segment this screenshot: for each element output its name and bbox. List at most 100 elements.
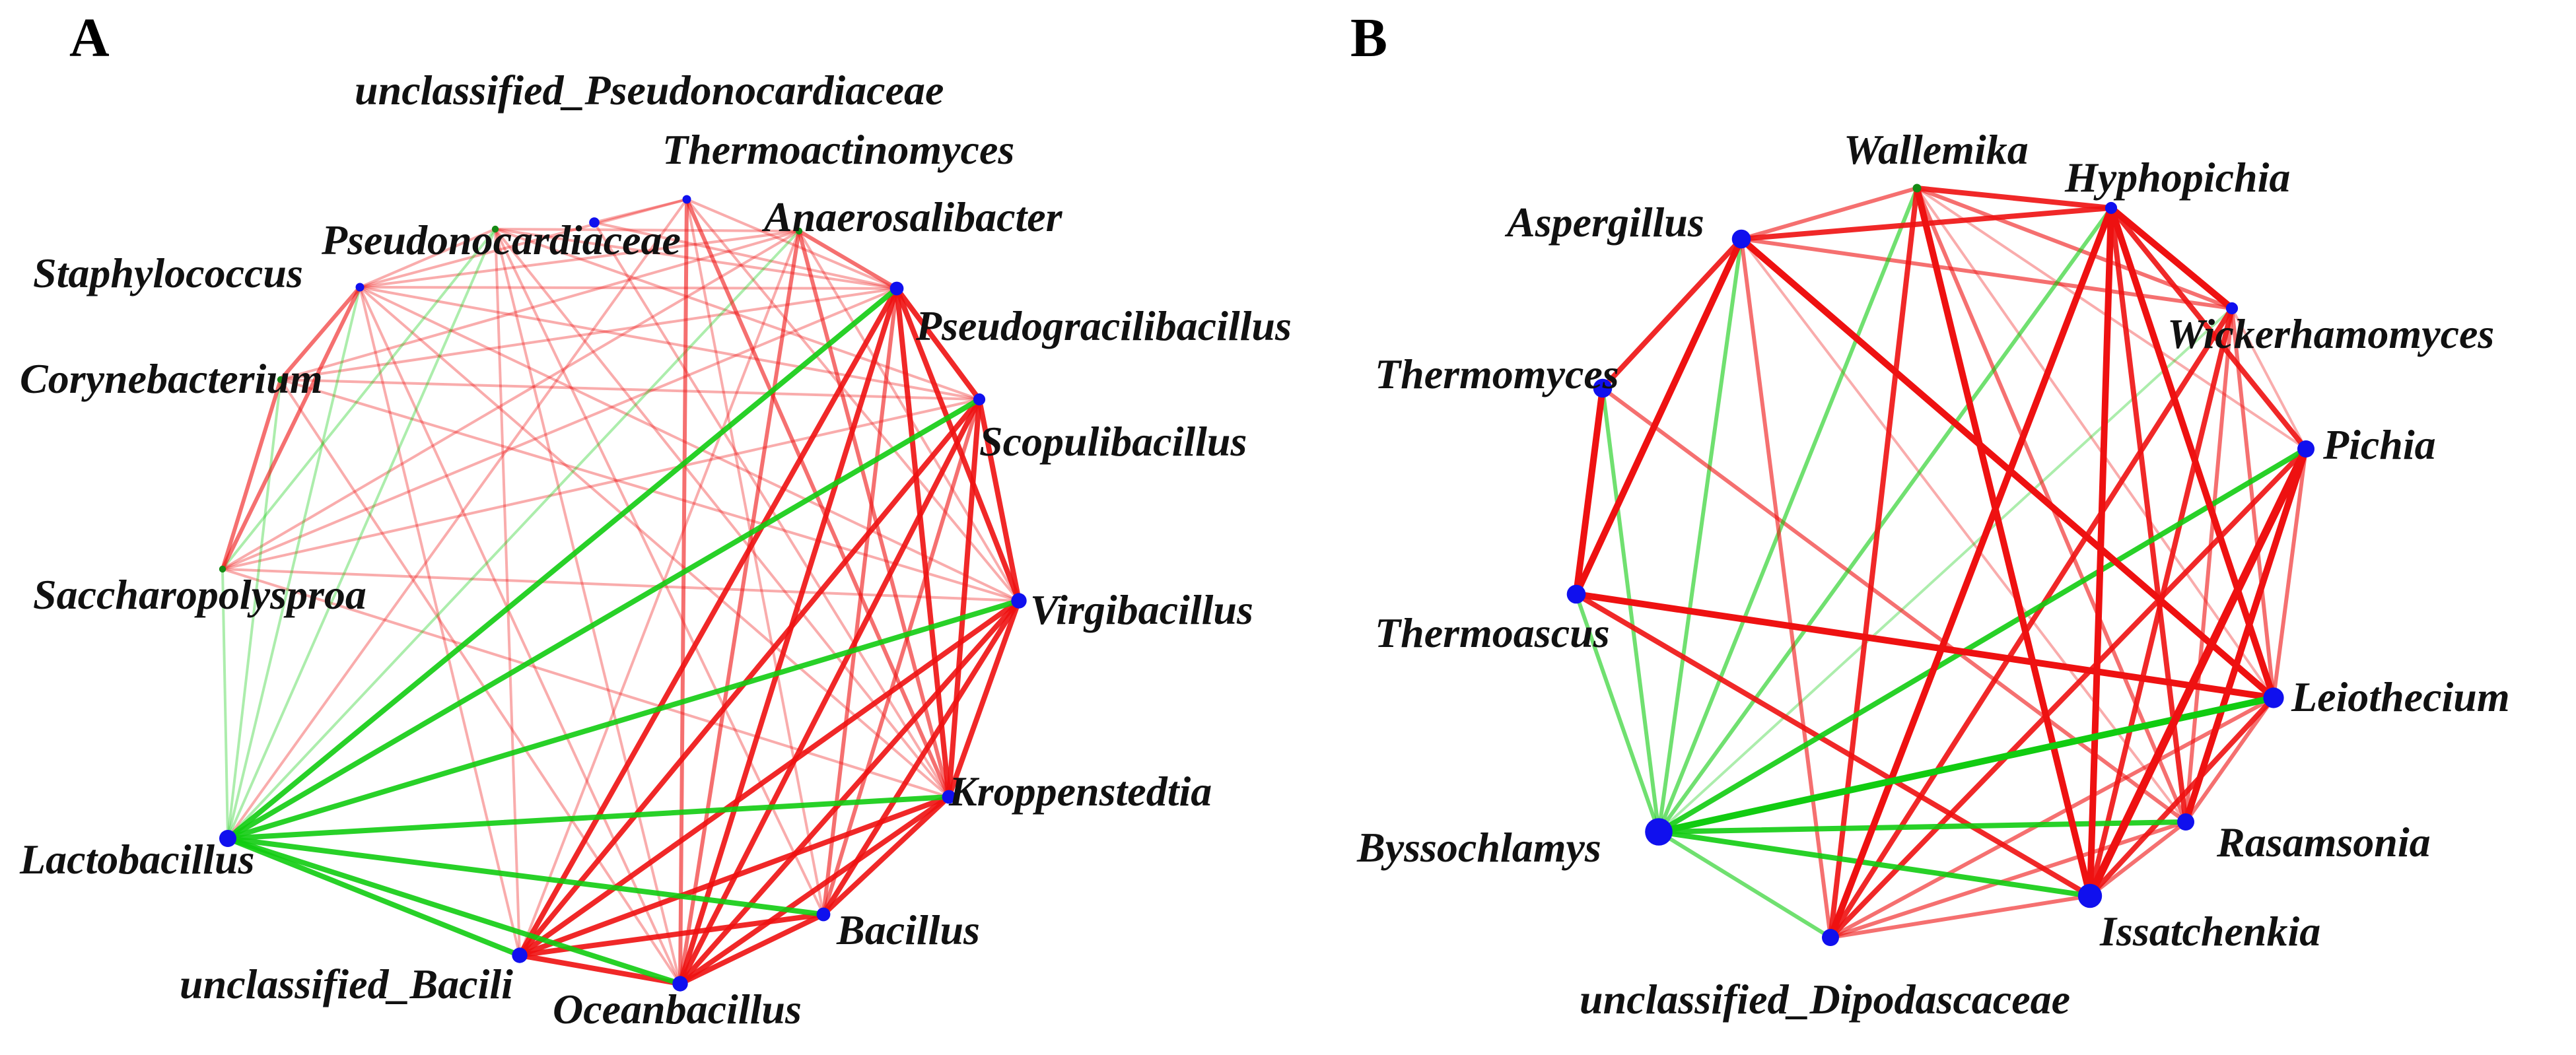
edge-a-scopulibacillus-virgibacillus	[977, 397, 1022, 603]
edge-a-staphylococcus-scopulibacillus	[359, 286, 981, 401]
edge-b-rasamsonia-unclassified-dipodascaceae	[1828, 820, 2188, 939]
panel-b: B WallemikaHyphopichiaWickerhamomycesPic…	[1350, 7, 2510, 1023]
node-label-a-virgibacillus: Virgibacillus	[1030, 586, 1253, 633]
edge-b-hyphopichia-issatchenkia	[2087, 205, 2114, 899]
edge-a-scopulibacillus-oceanbacillus	[678, 397, 982, 986]
node-a-unclassified-pseudonocardiaceae[interactable]	[589, 217, 600, 228]
node-label-b-unclassified-dipodascaceae: unclassified_Dipodascaceae	[1580, 976, 2070, 1023]
edge-b-pichia-unclassified-dipodascaceae	[1828, 446, 2309, 940]
panel-a-labels: Pseudonocardiaceaeunclassified_Pseudonoc…	[19, 67, 1292, 1033]
edge-b-wallemika-wickerhamomyces	[1915, 186, 2234, 310]
node-label-b-rasamsonia: Rasamsonia	[2216, 819, 2431, 866]
edge-a-staphylococcus-pseudogracilibacillus	[359, 286, 898, 290]
node-b-rasamsonia[interactable]	[2177, 813, 2194, 831]
edge-a-pseudonocardiaceae-bacillus	[494, 228, 825, 916]
edge-b-pichia-issatchenkia	[2086, 445, 2310, 900]
node-b-aspergillus[interactable]	[1731, 229, 1751, 249]
edge-a-thermoactinomyces-oceanbacillus	[678, 197, 689, 986]
node-b-wallemika[interactable]	[1912, 184, 1922, 193]
edge-a-pseudonocardiaceae-pseudogracilibacillus	[494, 228, 898, 290]
edge-a-saccharopolysproa-virgibacillus	[221, 568, 1020, 602]
edge-b-aspergillus-rasamsonia	[1740, 238, 2187, 823]
node-b-wickerhamomyces[interactable]	[2225, 302, 2239, 315]
edge-a-corynebacterium-saccharopolysproa	[221, 378, 283, 571]
edge-b-wallemika-unclassified-dipodascaceae	[1828, 186, 1920, 940]
node-a-bacillus[interactable]	[816, 907, 831, 922]
edge-b-thermomyces-thermoascus	[1573, 385, 1606, 597]
panel-a-letter: A	[69, 7, 110, 69]
edge-a-lactobacillus-kroppenstedtia	[225, 794, 952, 841]
edge-a-pseudonocardiaceae-anaerosalibacter	[494, 228, 800, 232]
node-a-staphylococcus[interactable]	[355, 283, 365, 292]
node-a-unclassified-bacili[interactable]	[512, 947, 528, 963]
edge-a-staphylococcus-oceanbacillus	[359, 286, 681, 985]
node-label-b-wickerhamomyces: Wickerhamomyces	[2167, 310, 2494, 357]
edge-a-lactobacillus-corynebacterium	[226, 378, 282, 840]
node-b-thermoascus[interactable]	[1566, 584, 1586, 604]
edge-b-pichia-rasamsonia	[2182, 446, 2309, 825]
node-label-b-hyphopichia: Hyphopichia	[2064, 154, 2290, 201]
edge-a-corynebacterium-oceanbacillus	[279, 378, 681, 985]
node-b-thermomyces[interactable]	[1593, 378, 1613, 398]
edge-a-virgibacillus-unclassified-bacili	[517, 598, 1022, 958]
edge-b-issatchenkia-byssochlamys	[1656, 829, 2093, 899]
node-label-a-thermoactinomyces: Thermoactinomyces	[662, 126, 1014, 173]
node-b-byssochlamys[interactable]	[1645, 818, 1673, 846]
node-label-b-thermoascus: Thermoascus	[1375, 609, 1610, 656]
edge-a-pseudonocardiaceae-saccharopolysproa	[221, 228, 497, 570]
edge-b-aspergillus-thermomyces	[1600, 236, 1744, 391]
node-a-pseudonocardiaceae[interactable]	[491, 225, 499, 233]
edge-a-pseudogracilibacillus-kroppenstedtia	[894, 286, 952, 800]
edge-a-scopulibacillus-unclassified-bacili	[517, 397, 982, 958]
edge-a-thermoactinomyces-pseudogracilibacillus	[685, 198, 898, 290]
node-a-saccharopolysproa[interactable]	[219, 565, 226, 573]
node-label-b-pichia: Pichia	[2322, 421, 2436, 468]
node-a-pseudogracilibacillus[interactable]	[889, 281, 904, 296]
edge-a-staphylococcus-saccharopolysproa	[221, 285, 362, 571]
edge-a-lactobacillus-pseudogracilibacillus	[225, 286, 899, 841]
edge-b-thermoascus-leiothecium	[1573, 591, 2277, 701]
node-a-lactobacillus[interactable]	[219, 830, 236, 847]
edge-a-staphylococcus-kroppenstedtia	[359, 286, 950, 798]
node-a-anaerosalibacter[interactable]	[795, 227, 803, 235]
node-b-pichia[interactable]	[2297, 440, 2315, 458]
edge-a-pseudonocardiaceae-oceanbacillus	[494, 228, 681, 985]
edge-a-unclassified-pseudonocardiaceae-thermoactinomyces	[593, 198, 688, 224]
node-b-unclassified-dipodascaceae[interactable]	[1822, 929, 1839, 946]
node-b-hyphopichia[interactable]	[2105, 201, 2118, 215]
node-a-virgibacillus[interactable]	[1011, 593, 1027, 609]
edge-a-thermoactinomyces-kroppenstedtia	[685, 197, 951, 799]
node-label-b-wallemika: Wallemika	[1844, 126, 2029, 173]
node-a-thermoactinomyces[interactable]	[682, 195, 691, 204]
node-label-a-pseudonocardiaceae: Pseudonocardiaceae	[321, 217, 681, 263]
edge-a-corynebacterium-pseudogracilibacillus	[279, 287, 898, 381]
node-label-a-kroppenstedtia: Kroppenstedtia	[948, 768, 1212, 815]
panel-a: A Pseudonocardiaceaeunclassified_Pseudon…	[19, 7, 1292, 1033]
node-label-a-oceanbacillus: Oceanbacillus	[553, 986, 802, 1033]
node-b-issatchenkia[interactable]	[2077, 883, 2103, 908]
edge-a-lactobacillus-virgibacillus	[225, 598, 1022, 841]
node-label-a-unclassified-bacili: unclassified_Bacili	[180, 961, 513, 1007]
edge-a-oceanbacillus-unclassified-bacili	[517, 953, 683, 986]
edge-a-virgibacillus-oceanbacillus	[678, 598, 1022, 986]
node-label-b-leiothecium: Leiothecium	[2291, 673, 2510, 720]
edge-a-kroppenstedtia-oceanbacillus	[678, 794, 952, 986]
node-a-corynebacterium[interactable]	[277, 376, 285, 384]
node-a-scopulibacillus[interactable]	[973, 393, 986, 406]
node-label-b-byssochlamys: Byssochlamys	[1356, 824, 1601, 871]
node-b-leiothecium[interactable]	[2263, 687, 2284, 708]
node-a-oceanbacillus[interactable]	[672, 976, 688, 992]
edge-a-thermoactinomyces-virgibacillus	[685, 198, 1020, 602]
edge-b-leiothecium-rasamsonia	[2184, 696, 2276, 824]
edge-a-unclassified-pseudonocardiaceae-pseudogracilibacillus	[593, 221, 898, 290]
edge-a-scopulibacillus-bacillus	[821, 397, 981, 916]
edge-b-hyphopichia-wickerhamomyces	[2108, 205, 2235, 312]
node-a-kroppenstedtia[interactable]	[942, 790, 956, 804]
edge-a-anaerosalibacter-kroppenstedtia	[797, 229, 951, 799]
edge-a-anaerosalibacter-oceanbacillus	[678, 229, 801, 986]
edge-b-aspergillus-thermoascus	[1573, 236, 1745, 597]
edge-b-pichia-leiothecium	[2272, 447, 2308, 700]
node-label-a-pseudogracilibacillus: Pseudogracilibacillus	[915, 302, 1292, 349]
panel-b-letter: B	[1350, 7, 1387, 69]
